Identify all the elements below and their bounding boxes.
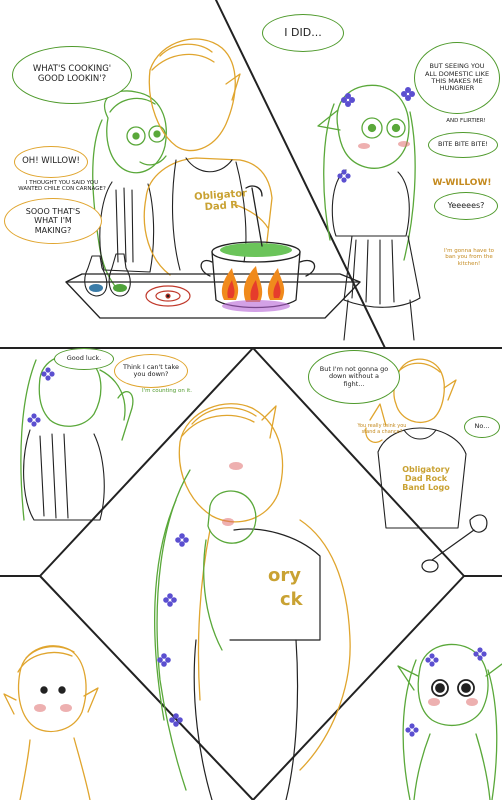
willow-clothes-panel3	[23, 429, 105, 521]
wide-eyes-panel6	[40, 686, 66, 694]
speech-bubble-no: No...	[464, 416, 500, 438]
bubble-text: Think I can't take you down?	[123, 362, 179, 378]
speech-bubble-hungrier: BUT SEEING YOU ALL DOMESTIC LIKE THIS MA…	[414, 42, 500, 114]
bubble-text: OH! WILLOW!	[22, 156, 80, 167]
speech-bubble-making: SOOO THAT'S WHAT I'M MAKING?	[4, 198, 102, 244]
speech-bubble-oh-willow: OH! WILLOW!	[14, 146, 88, 178]
speech-bubble-yeeees: Yeeeees?	[434, 192, 498, 220]
willow-figure-panel2	[317, 84, 416, 261]
speech-bubble-cooking: WHAT'S COOKING' GOOD LOOKIN'?	[12, 46, 132, 104]
spatula-panel4	[421, 514, 488, 573]
hair-flowers	[27, 87, 487, 737]
willow-figure-panel5	[154, 469, 257, 791]
shirt-line-1: Obligatory	[402, 465, 450, 474]
speech-bubble-i-did: I DID...	[262, 14, 344, 52]
bubble-text: Good luck.	[66, 354, 102, 363]
willow-figure-panel7	[397, 643, 502, 800]
speech-bubble-bite: BITE BITE BITE!	[428, 132, 498, 158]
speech-bubble-fight: But I'm not gonna go down without a figh…	[308, 350, 400, 404]
speech-bubble-good-luck: Good luck.	[54, 348, 114, 370]
blush-marks	[34, 141, 478, 712]
dad-figure-panel6	[3, 645, 99, 800]
bubble-text: No...	[474, 422, 490, 431]
dad-shirt-panel4	[377, 427, 467, 529]
stove-counter	[65, 273, 361, 319]
caption-chili: I THOUGHT YOU SAID YOU WANTED CHILE CON …	[18, 180, 106, 193]
exclaim-w-willow: W-WILLOW!	[432, 178, 492, 188]
bubble-text: BITE BITE BITE!	[437, 140, 489, 149]
stove-flames	[221, 266, 290, 312]
shirt-fragment-panel5-a: ory	[268, 565, 301, 586]
bubble-text: SOOO THAT'S WHAT I'M MAKING?	[25, 207, 81, 235]
bubble-text: WHAT'S COOKING' GOOD LOOKIN'?	[32, 64, 112, 84]
bubble-text: But I'm not gonna go down without a figh…	[319, 364, 389, 388]
bubble-text: Yeeeees?	[447, 201, 485, 211]
shirt-line-3: Band Logo	[402, 482, 450, 492]
stove-burner	[145, 285, 191, 307]
speech-bubble-think: Think I can't take you down?	[114, 354, 188, 388]
spice-bottles	[84, 253, 131, 297]
bubble-text: BUT SEEING YOU ALL DOMESTIC LIKE THIS MA…	[424, 62, 490, 93]
caption-flirtier: AND FLIRTIER!	[446, 118, 486, 124]
wide-eyes-panel7	[431, 679, 475, 697]
caption-counting: I'm counting on it.	[141, 388, 193, 394]
caption-ban: I'm gonna have to ban you from the kitch…	[444, 248, 494, 267]
shirt-text-panel4: Obligatory Dad Rock Band Logo	[394, 465, 458, 492]
cooking-pot	[200, 185, 316, 309]
dad-figure-panel5	[178, 403, 351, 771]
shirt-fragment-panel5-b: ck	[280, 589, 303, 610]
shirt-line-2: Dad Rock	[404, 473, 448, 483]
willow-shirt-panel1	[99, 181, 155, 273]
bubble-text: I DID...	[284, 25, 322, 39]
dad-shirt-panel5	[193, 528, 321, 800]
dad-figure-panel1	[143, 38, 273, 276]
caption-chance: You really think you stand a chance?	[357, 423, 407, 435]
willow-clothes-panel2	[331, 169, 421, 341]
